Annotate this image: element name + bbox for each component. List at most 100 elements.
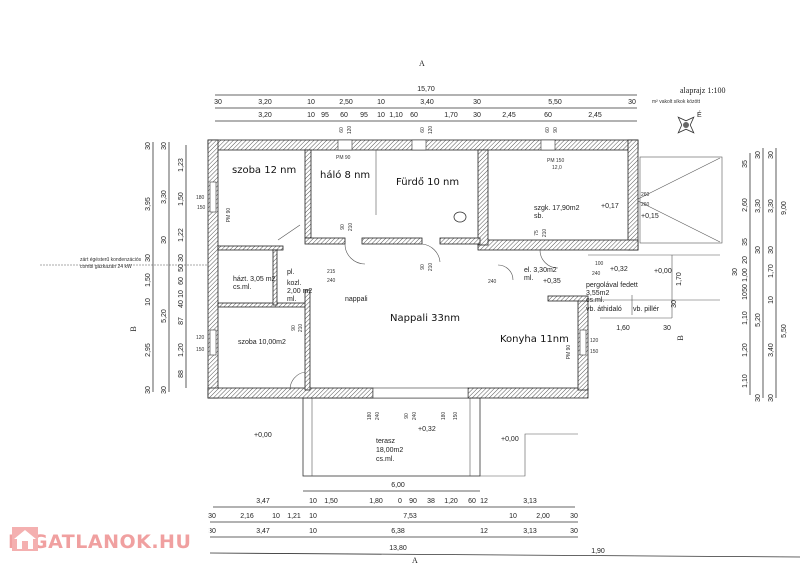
section-mark-a: A [412, 556, 418, 565]
window-left-bottom [209, 329, 217, 356]
dim-top: 10 [307, 112, 315, 119]
dim-top: 3,20 [258, 112, 272, 119]
dim-right: 5,50 [781, 324, 788, 338]
dim-top: 10 [307, 99, 315, 106]
room-label-nappali-small: nappali [345, 296, 368, 303]
dim-top: 2,45 [588, 112, 602, 119]
dim-left: 1,50 [178, 192, 185, 206]
dim-left: 5,20 [161, 309, 168, 323]
room-label-hazt: házt. 3,05 m2 [233, 276, 276, 283]
dim-bottom: 38 [427, 498, 435, 505]
dim-bottom: 3,47 [256, 528, 270, 535]
terrace-door-size: 240 [412, 412, 418, 421]
dim-left: 30 [145, 386, 152, 394]
dim-right: 35 [742, 238, 749, 246]
dim-pergola: 1,70 [676, 272, 683, 286]
dim-right: 9,00 [781, 201, 788, 215]
dim-bottom: 30 [208, 513, 216, 520]
dim-top: 60 [410, 112, 418, 119]
door-size: 215 [327, 269, 336, 275]
dim-left: 30 [161, 386, 168, 394]
room-label-terasz: terasz [376, 438, 396, 445]
dim-right: 30 [755, 151, 762, 159]
dim-bottom: 13,80 [389, 545, 407, 552]
dim-right: 30 [768, 394, 775, 402]
section-mark-a: A [419, 59, 425, 68]
room-label-szoba-12: szoba 12 nm [232, 165, 296, 176]
room-label-pl: pl. [287, 269, 294, 276]
dim-bottom: 3,47 [256, 498, 270, 505]
window-size: 120 [196, 335, 205, 341]
dim-left: 60 [178, 277, 185, 285]
window-size: 150 [197, 205, 206, 211]
dim-right: 30 [732, 268, 739, 276]
dim-top: 1,10 [389, 112, 403, 119]
window-size: 120 [590, 338, 599, 344]
window-mark: 60 [545, 127, 551, 133]
room-floor-pergola: cs.ml. [586, 297, 604, 304]
watermark-text: INGATLANOK.HU [8, 531, 192, 553]
section-mark-b: B [129, 326, 138, 331]
room-label-kozl: kozl. [287, 280, 301, 287]
pergola-size: 100 [595, 261, 604, 267]
dim-bottom: 2,00 [536, 513, 550, 520]
dim-top: 3,40 [420, 99, 434, 106]
dim-bottom: 12 [480, 498, 488, 505]
room-label-nappali: Nappali 33nm [390, 313, 460, 324]
dim-left: 30 [145, 254, 152, 262]
dim-bottom: 7,53 [403, 513, 417, 520]
dim-left: 2,95 [145, 343, 152, 357]
walls [207, 139, 639, 399]
terrace-door-size: 90 [404, 413, 410, 419]
level-marker: +0,35 [543, 278, 561, 285]
dim-bottom: 30 [208, 528, 216, 535]
dim-top: 2,45 [502, 112, 516, 119]
boiler-note: combi gázkazán 24 kW [80, 264, 132, 270]
pergola-size: 240 [592, 271, 601, 277]
room-floor-hazt: cs.ml. [233, 284, 251, 291]
dim-bottom: 1,50 [324, 498, 338, 505]
dim-pergola: 30 [671, 300, 678, 308]
door-size: 210 [348, 223, 354, 232]
dim-bottom: 30 [570, 528, 578, 535]
dim-top: 95 [360, 112, 368, 119]
door-size: 240 [327, 278, 336, 284]
carport-size: 260 [641, 192, 650, 198]
room-label-szoba-10: szoba 10,00m2 [238, 339, 286, 346]
dim-right: 5,20 [755, 313, 762, 327]
boiler-note: zárt égésterű kondenzációs [80, 257, 142, 263]
room-label-pergola: pergolával fedett [586, 282, 638, 289]
dim-top: 30 [473, 99, 481, 106]
watermark: INGATLANOK.HU [8, 527, 210, 557]
dim-right: 30 [768, 151, 775, 159]
dim-right: 10 [742, 292, 749, 300]
handwritten-note: 12,0 [552, 165, 562, 171]
dim-right: 2,60 [742, 198, 749, 212]
level-marker: +0,00 [501, 436, 519, 443]
window-size: 150 [590, 349, 599, 355]
dim-left: 1,50 [145, 273, 152, 287]
room-label-furdo: Fürdő 10 nm [396, 176, 459, 188]
level-marker: +0,17 [601, 203, 619, 210]
dim-left: 50 [178, 264, 185, 272]
window-kitchen [579, 329, 587, 356]
dim-left: 87 [178, 317, 185, 325]
dim-top: 1,70 [444, 112, 458, 119]
room-label-halo: háló 8 nm [320, 169, 370, 181]
dim-right: 3,40 [768, 343, 775, 357]
level-marker: +0,00 [254, 432, 272, 439]
dim-bottom: 10 [309, 498, 317, 505]
carport-outline [588, 156, 723, 319]
room-label-el: el. 3,30m2 [524, 267, 557, 274]
dim-bottom: 10 [509, 513, 517, 520]
dim-left: 30 [161, 236, 168, 244]
label-vb-athidalo: vb. áthidaló [586, 306, 622, 313]
dim-bottom: 6,38 [391, 528, 405, 535]
dim-right: 1,20 [742, 343, 749, 357]
window-mark: 120 [428, 126, 434, 135]
door-size: 90 [420, 264, 426, 270]
door-swings [277, 224, 559, 391]
north-arrow-icon [677, 116, 695, 134]
dim-left: 30 [178, 254, 185, 262]
